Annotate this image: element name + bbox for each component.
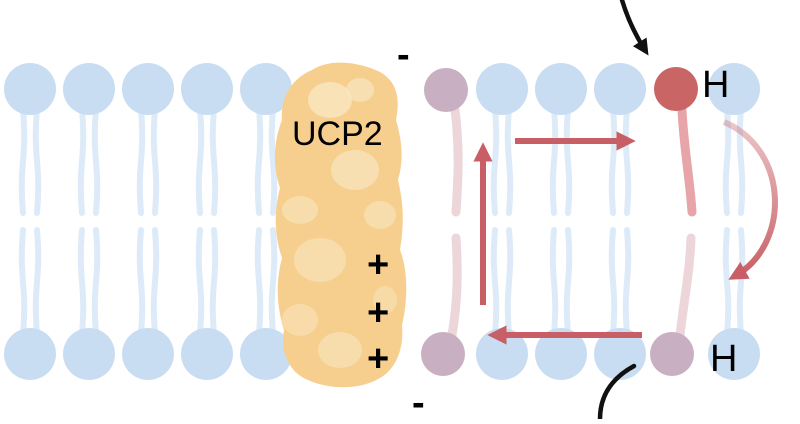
proton-exit-path bbox=[597, 363, 637, 419]
lipid-tail bbox=[622, 227, 632, 337]
lipid-tail bbox=[504, 106, 514, 216]
lipid-tail bbox=[268, 106, 278, 216]
lipid-tail bbox=[77, 227, 87, 337]
lipid-tail bbox=[18, 227, 28, 337]
lipid-tail bbox=[77, 106, 87, 216]
lipid-tail bbox=[91, 227, 101, 337]
lipid-tail bbox=[608, 106, 618, 216]
lipid-tail bbox=[490, 227, 500, 337]
fatty-acid-anion-bottom bbox=[421, 233, 465, 376]
minus-sign-bottom: - bbox=[412, 382, 425, 424]
lipid-head bbox=[181, 328, 233, 380]
lipid-tail bbox=[209, 227, 219, 337]
lipid-tail bbox=[563, 227, 573, 337]
plus-sign-3: + bbox=[367, 338, 390, 380]
proton-path-arrows bbox=[597, 0, 649, 419]
lipid-tail bbox=[268, 227, 278, 337]
lipid-tail bbox=[32, 106, 42, 216]
lipid-head bbox=[4, 63, 56, 115]
plus-sign-1: + bbox=[367, 244, 390, 286]
lipid-tail bbox=[549, 227, 559, 337]
proton-label-top: H bbox=[702, 64, 730, 106]
lipid-head bbox=[181, 63, 233, 115]
fatty-acid-anion-top bbox=[424, 68, 468, 217]
lipid-tail bbox=[563, 106, 573, 216]
lipid-tail bbox=[549, 106, 559, 216]
lipid-tail bbox=[722, 227, 732, 337]
lipid-head bbox=[708, 328, 760, 380]
plus-sign-2: + bbox=[367, 292, 390, 334]
lipid-head bbox=[240, 328, 292, 380]
lipid-tail bbox=[136, 227, 146, 337]
ucp2-protein bbox=[274, 62, 407, 388]
lipid-tail bbox=[490, 106, 500, 216]
lipid-head bbox=[594, 63, 646, 115]
lipid-head bbox=[122, 63, 174, 115]
lipid-tail bbox=[736, 106, 746, 216]
lipid-tail bbox=[136, 106, 146, 216]
lipid-tail bbox=[195, 106, 205, 216]
lipid-tail bbox=[736, 227, 746, 337]
lipid-tail bbox=[622, 106, 632, 216]
minus-sign-top: - bbox=[397, 34, 410, 76]
lipid-head bbox=[535, 63, 587, 115]
lipid-head bbox=[122, 328, 174, 380]
lipid-heads bbox=[4, 63, 760, 380]
lipid-tail bbox=[254, 227, 264, 337]
flow-arrows bbox=[473, 119, 778, 345]
lipid-head bbox=[535, 328, 587, 380]
lipid-tail bbox=[32, 227, 42, 337]
lipid-head bbox=[240, 63, 292, 115]
lipid-tail bbox=[209, 106, 219, 216]
lipid-head bbox=[708, 63, 760, 115]
lipid-tails bbox=[18, 106, 746, 337]
protein-label: UCP2 bbox=[292, 115, 383, 153]
lipid-tail bbox=[150, 106, 160, 216]
lipid-tail bbox=[254, 106, 264, 216]
proton-entry-arrow bbox=[619, 0, 649, 56]
lipid-head bbox=[4, 328, 56, 380]
lipid-head bbox=[63, 63, 115, 115]
lipid-tail bbox=[150, 227, 160, 337]
lipid-tail bbox=[91, 106, 101, 216]
arrow-curved bbox=[722, 119, 778, 280]
lipid-tail bbox=[18, 106, 28, 216]
lipid-tail bbox=[608, 227, 618, 337]
proton-label-bottom: H bbox=[710, 338, 738, 380]
protonated-fatty-acid-top bbox=[654, 67, 698, 217]
lipid-head bbox=[63, 328, 115, 380]
lipid-tail bbox=[504, 227, 514, 337]
lipid-head bbox=[476, 63, 528, 115]
protonated-fatty-acid-bottom bbox=[650, 233, 696, 376]
lipid-tail bbox=[195, 227, 205, 337]
